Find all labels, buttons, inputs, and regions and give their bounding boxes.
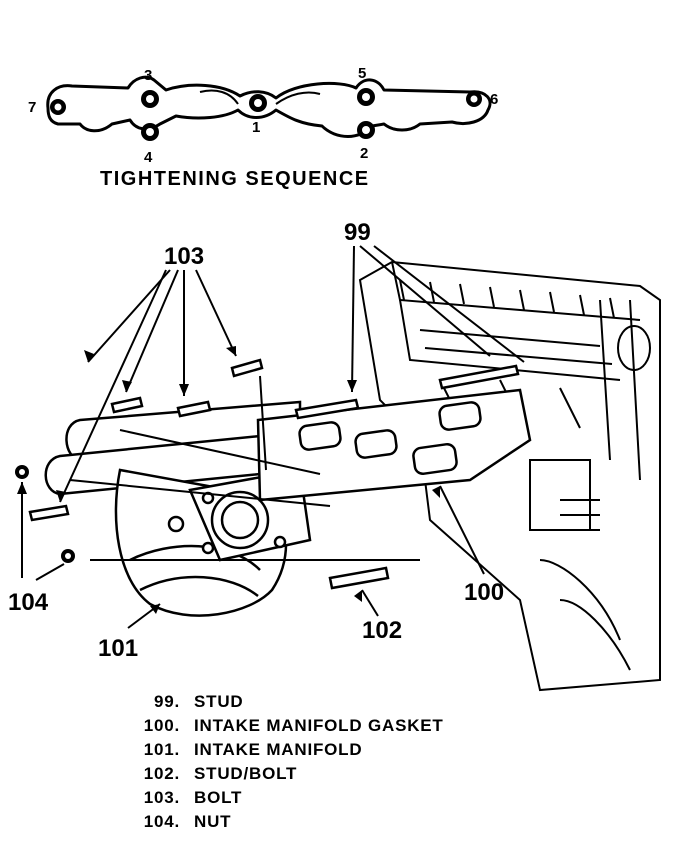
intake-manifold-gasket xyxy=(256,388,532,502)
sequence-number-5: 5 xyxy=(358,65,366,82)
legend-label: INTAKE MANIFOLD xyxy=(194,740,363,759)
legend-number: 99. xyxy=(153,692,180,711)
legend-number: 103. xyxy=(143,788,180,807)
legend-number: 104. xyxy=(143,812,180,831)
tightening-sequence-title: TIGHTENING SEQUENCE xyxy=(100,168,370,190)
legend-label: STUD xyxy=(194,692,244,711)
callout-101: 101 xyxy=(98,635,138,662)
callout-100: 100 xyxy=(464,579,504,606)
legend-label: INTAKE MANIFOLD GASKET xyxy=(194,716,444,735)
legend-item: 100. INTAKE MANIFOLD GASKET xyxy=(110,714,530,738)
intake-manifold xyxy=(44,400,312,617)
legend-number: 102. xyxy=(143,764,180,783)
callout-102: 102 xyxy=(362,617,402,644)
legend-item: 103. BOLT xyxy=(110,786,530,810)
callout-labels: 99 100 101 102 103 104 xyxy=(8,219,504,662)
legend-item: 102. STUD/BOLT xyxy=(110,762,530,786)
legend-item: 101. INTAKE MANIFOLD xyxy=(110,738,530,762)
sequence-number-2: 2 xyxy=(360,145,368,162)
fasteners xyxy=(28,358,520,590)
sequence-number-3: 3 xyxy=(144,67,152,84)
legend-number: 101. xyxy=(143,740,180,759)
nuts xyxy=(15,465,75,563)
legend-label: BOLT xyxy=(194,788,243,807)
legend-item: 104. NUT xyxy=(110,810,530,834)
parts-legend: 99. STUD 100. INTAKE MANIFOLD GASKET 101… xyxy=(110,690,530,834)
tightening-sequence-outline xyxy=(46,75,492,138)
sequence-numbers: 1 2 3 4 5 6 7 xyxy=(28,65,498,166)
sequence-number-7: 7 xyxy=(28,99,36,116)
tightening-sequence-bolts xyxy=(50,88,482,141)
legend-label: NUT xyxy=(194,812,232,831)
legend-number: 100. xyxy=(143,716,180,735)
leader-arrows xyxy=(17,346,440,614)
callout-103: 103 xyxy=(164,243,204,270)
sequence-number-4: 4 xyxy=(144,149,153,166)
leader-lines xyxy=(21,245,525,629)
legend-label: STUD/BOLT xyxy=(194,764,298,783)
sequence-number-1: 1 xyxy=(252,119,260,136)
legend-item: 99. STUD xyxy=(110,690,530,714)
callout-104: 104 xyxy=(8,589,49,616)
sequence-number-6: 6 xyxy=(490,91,498,108)
callout-99: 99 xyxy=(344,219,371,246)
